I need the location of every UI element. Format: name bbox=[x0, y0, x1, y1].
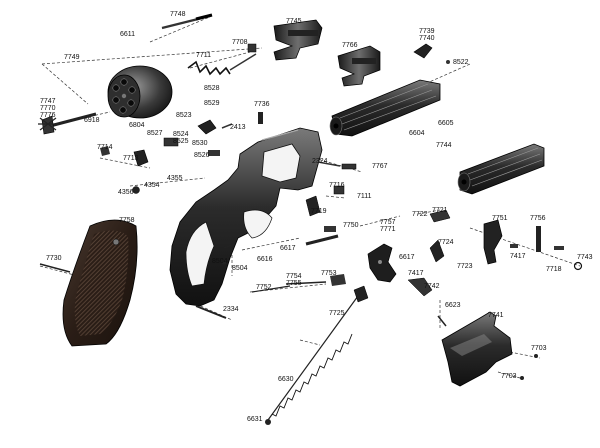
part-label-8504-lower: 8504 bbox=[232, 265, 248, 272]
trigger-part bbox=[483, 219, 503, 265]
part-label-7742: 7742 bbox=[424, 283, 440, 290]
mainspring-part bbox=[265, 285, 369, 425]
hammer-part bbox=[367, 243, 397, 283]
part-label-7723: 7723 bbox=[457, 263, 473, 270]
part-label-6605: 6605 bbox=[438, 120, 454, 127]
part-label-8529: 8529 bbox=[204, 100, 220, 107]
part-label-7713: 7713 bbox=[123, 155, 139, 162]
part-label-8527: 8527 bbox=[147, 130, 163, 137]
part-label-8504-upper: 8504 bbox=[212, 258, 228, 265]
part-label-4356: 4356 bbox=[118, 189, 134, 196]
part-label-7111: 7111 bbox=[357, 193, 372, 200]
part-label-7752: 7752 bbox=[256, 284, 272, 291]
part-label-6631: 6631 bbox=[247, 416, 263, 423]
part-label-7724: 7724 bbox=[438, 239, 454, 246]
part-label-7725: 7725 bbox=[329, 310, 345, 317]
cylinder-latch-parts bbox=[100, 112, 263, 194]
barrel-long-part bbox=[329, 79, 441, 137]
part-label-7716: 7716 bbox=[329, 182, 345, 189]
part-label-8524: 8524 bbox=[173, 131, 189, 138]
center-pin-part bbox=[161, 13, 257, 76]
part-label-6804: 6804 bbox=[129, 122, 145, 129]
part-label-7766: 7766 bbox=[342, 42, 358, 49]
part-label-7753: 7753 bbox=[321, 270, 337, 277]
small-levers-parts bbox=[429, 209, 583, 271]
rebound-slide-parts bbox=[251, 274, 447, 327]
part-label-7703-lower: 7703 bbox=[501, 373, 517, 380]
part-label-8522: 8522 bbox=[453, 59, 469, 66]
part-label-7719: 7719 bbox=[311, 208, 327, 215]
part-label-7722: 7722 bbox=[412, 211, 428, 218]
part-label-7767: 7767 bbox=[372, 163, 388, 170]
part-label-7718: 7718 bbox=[546, 266, 562, 273]
part-label-7747: 7747 bbox=[40, 98, 56, 105]
part-label-7755: 7755 bbox=[286, 280, 302, 287]
front-sight-block-part bbox=[337, 45, 381, 87]
part-label-4354: 4354 bbox=[144, 182, 160, 189]
part-label-7776: 7776 bbox=[40, 112, 56, 119]
part-label-2334: 2334 bbox=[223, 306, 239, 313]
part-label-6617-upper: 6617 bbox=[280, 245, 296, 252]
part-label-7730: 7730 bbox=[46, 255, 62, 262]
part-label-7739: 7739 bbox=[419, 28, 435, 35]
part-label-7756: 7756 bbox=[530, 215, 546, 222]
part-label-7757: 7757 bbox=[380, 219, 396, 226]
part-label-6611: 6611 bbox=[120, 31, 136, 38]
part-label-7741: 7741 bbox=[488, 312, 504, 319]
front-sight-blade-part bbox=[413, 43, 450, 64]
part-label-7711: 7711 bbox=[196, 52, 212, 59]
cylinder-part bbox=[107, 65, 173, 119]
hand-and-pins-parts bbox=[305, 161, 357, 246]
part-label-7743: 7743 bbox=[577, 254, 593, 261]
part-label-7748: 7748 bbox=[170, 11, 186, 18]
part-label-2324: 2324 bbox=[312, 158, 328, 165]
part-label-6623: 6623 bbox=[445, 302, 461, 309]
part-label-8525: 8525 bbox=[173, 138, 189, 145]
sideplate-part bbox=[441, 311, 538, 387]
grip-part bbox=[62, 219, 138, 347]
barrel-short-part bbox=[457, 143, 545, 195]
part-label-4355: 4355 bbox=[167, 175, 183, 182]
part-label-7771: 7771 bbox=[380, 226, 396, 233]
part-label-6630: 6630 bbox=[278, 376, 294, 383]
part-label-7708: 7708 bbox=[232, 39, 248, 46]
part-label-6918: 6918 bbox=[84, 117, 100, 124]
part-label-7740: 7740 bbox=[419, 35, 435, 42]
part-label-8526: 8526 bbox=[194, 152, 210, 159]
part-label-7750: 7750 bbox=[343, 222, 359, 229]
part-label-2413: 2413 bbox=[230, 124, 246, 131]
part-label-7744: 7744 bbox=[436, 142, 452, 149]
rear-sight-part bbox=[273, 19, 323, 61]
part-label-8528: 8528 bbox=[204, 85, 220, 92]
part-label-7754: 7754 bbox=[286, 273, 302, 280]
part-label-6617-lower: 6617 bbox=[399, 254, 415, 261]
part-label-6616: 6616 bbox=[257, 256, 273, 263]
part-label-7417-left: 7417 bbox=[408, 270, 424, 277]
part-label-7749: 7749 bbox=[64, 54, 80, 61]
part-label-7745: 7745 bbox=[286, 18, 302, 25]
part-label-7721: 7721 bbox=[432, 207, 448, 214]
grip-screw-parts bbox=[39, 243, 235, 319]
part-label-6604: 6604 bbox=[409, 130, 425, 137]
part-label-7751: 7751 bbox=[492, 215, 508, 222]
part-label-7736: 7736 bbox=[254, 101, 270, 108]
part-label-8523: 8523 bbox=[176, 112, 192, 119]
part-label-8530: 8530 bbox=[192, 140, 208, 147]
part-label-7770: 7770 bbox=[40, 105, 56, 112]
frame-part bbox=[169, 127, 323, 307]
extractor-rod-part bbox=[38, 112, 97, 135]
part-label-7703-upper: 7703 bbox=[531, 345, 547, 352]
part-label-7417-right: 7417 bbox=[510, 253, 526, 260]
part-label-7714: 7714 bbox=[97, 144, 113, 151]
part-label-7758: 7758 bbox=[119, 217, 135, 224]
